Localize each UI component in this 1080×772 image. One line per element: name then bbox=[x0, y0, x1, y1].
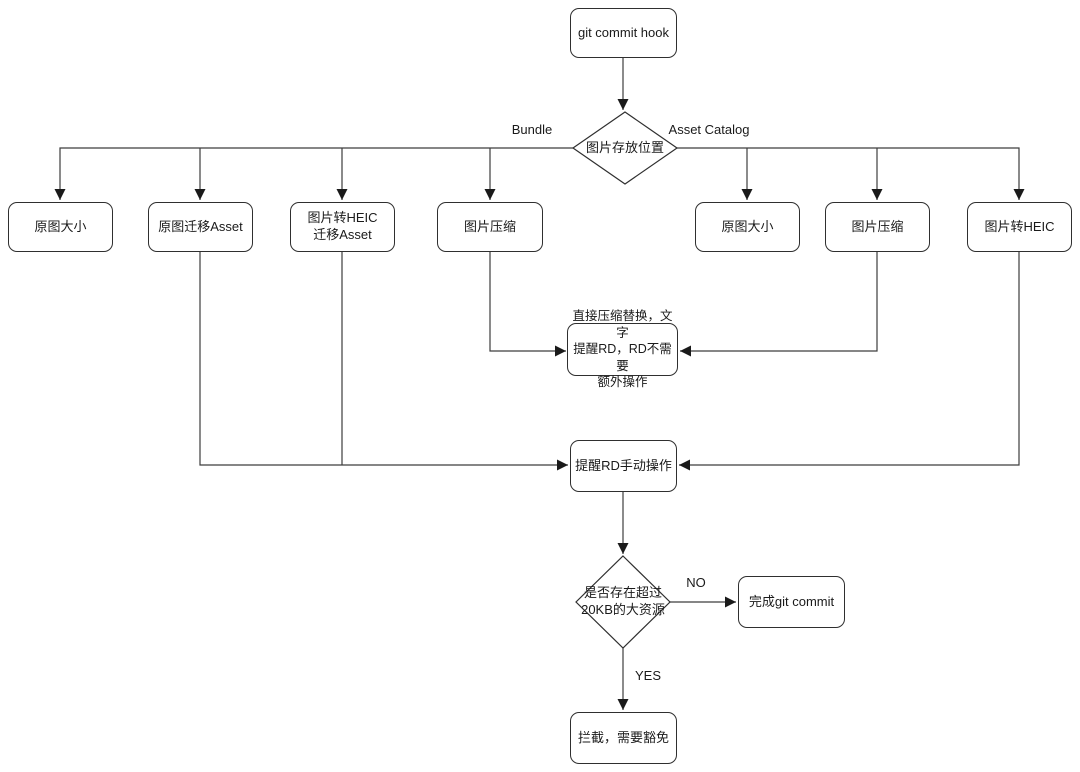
edge-label-yes: YES bbox=[634, 668, 661, 683]
node-catalog-compress: 图片压缩 bbox=[825, 202, 930, 252]
decision-storage-location-shape bbox=[571, 111, 679, 185]
node-remind-rd-manual: 提醒RD手动操作 bbox=[570, 440, 677, 492]
edge-label-bundle: Bundle bbox=[511, 122, 553, 137]
node-auto-replace-note: 直接压缩替换，文字 提醒RD，RD不需要 额外操作 bbox=[567, 309, 678, 389]
decision-size-check-shape bbox=[575, 555, 671, 649]
node-catalog-original-size: 原图大小 bbox=[695, 202, 800, 252]
edge-label-no: NO bbox=[686, 575, 706, 590]
node-git-commit-hook: git commit hook bbox=[570, 8, 677, 58]
edge-catalog-rail bbox=[677, 147, 1025, 200]
edge-catalog-compress-to-note bbox=[680, 252, 878, 357]
node-bundle-original-size: 原图大小 bbox=[8, 202, 113, 252]
node-complete-git-commit: 完成git commit bbox=[738, 576, 845, 628]
decision-size-check-label: 是否存在超过 20KB的大资源 bbox=[581, 585, 665, 617]
node-bundle-migrate-asset: 原图迁移Asset bbox=[148, 202, 253, 252]
edge-bundle-rail bbox=[54, 147, 573, 200]
edge-label-asset-catalog: Asset Catalog bbox=[668, 122, 750, 137]
node-bundle-heic-migrate: 图片转HEIC 迁移Asset bbox=[290, 202, 395, 252]
node-catalog-heic: 图片转HEIC bbox=[967, 202, 1072, 252]
edge-bundle-migrate-to-remind bbox=[199, 252, 568, 471]
node-bundle-compress: 图片压缩 bbox=[437, 202, 543, 252]
edge-catalog-heic-to-remind bbox=[679, 252, 1020, 471]
edge-bundle-compress-to-note bbox=[489, 252, 566, 357]
decision-storage-location-label: 图片存放位置 bbox=[585, 139, 664, 155]
node-intercept: 拦截，需要豁免 bbox=[570, 712, 677, 764]
